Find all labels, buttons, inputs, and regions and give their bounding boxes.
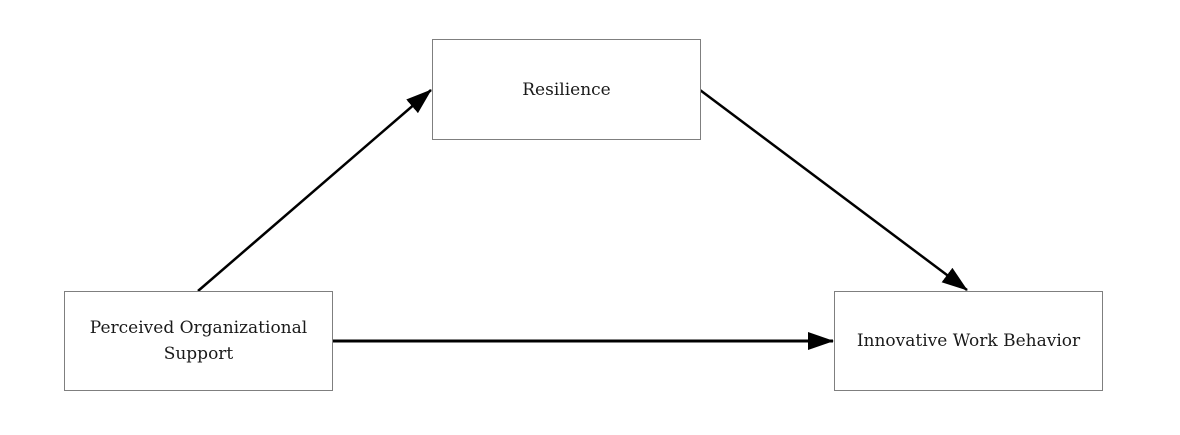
- resilience-label: Resilience: [522, 79, 611, 100]
- innovative-work-behavior-label: Innovative Work Behavior: [856, 331, 1081, 351]
- perceived-organizational-support-box: Perceived Organizational Support: [64, 291, 333, 391]
- innovative-work-behavior-box: Innovative Work Behavior: [834, 291, 1103, 391]
- pos-label-line1: Perceived Organizational: [89, 318, 308, 338]
- pos-label-line2: Support: [163, 344, 234, 364]
- perceived-organizational-support-label: Perceived Organizational Support: [90, 315, 307, 367]
- arrow-pos-to-resilience: [197, 89, 432, 292]
- resilience-box: Resilience: [432, 39, 701, 140]
- arrow-resilience-to-iwb: [699, 88, 968, 292]
